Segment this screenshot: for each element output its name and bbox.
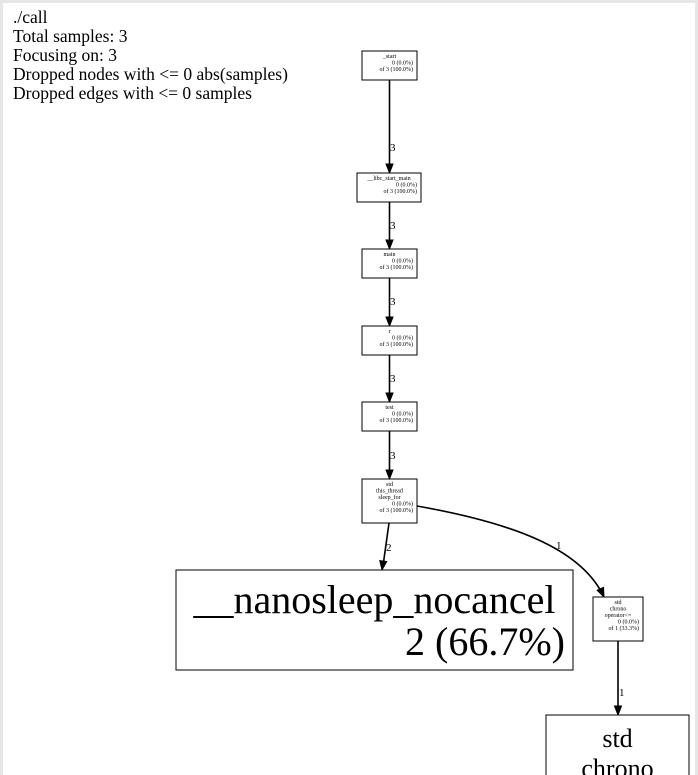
edge-sleep_for-to-nanosleep: 2 (379, 522, 392, 572)
edge-sleep_for-to-chrono_op: 1 (416, 505, 605, 599)
edge-line (416, 505, 603, 594)
node-label-line: this_thread (376, 489, 403, 495)
edge-arrowhead (385, 469, 394, 481)
node-label-line: 0 (0.0%) (618, 619, 639, 626)
node-box (356, 172, 422, 203)
edge-arrowhead (596, 586, 605, 599)
node-box (361, 50, 418, 81)
node-label-line: 2 (66.7%) (405, 619, 565, 664)
node-label-line: 0 (0.0%) (392, 411, 413, 418)
edge-weight-label: 3 (390, 296, 396, 308)
node-label-line: std (386, 482, 393, 488)
node-label-line: std (614, 600, 621, 606)
edge-arrowhead (385, 392, 394, 404)
node-box (361, 248, 418, 279)
edge-arrowhead (613, 705, 623, 717)
profile-graph-canvas: ./call Total samples: 3 Focusing on: 3 D… (3, 3, 695, 775)
edge-arrowhead (379, 560, 388, 572)
node-label-line: test (385, 405, 394, 411)
node-label-line: of 3 (100.0%) (380, 264, 414, 271)
node-label-line: 0 (0.0%) (396, 182, 417, 189)
header-focusing-on: Focusing on: 3 (13, 45, 118, 65)
node-label-line: of 3 (100.0%) (380, 507, 414, 514)
node-label-line: sleep_for (378, 494, 400, 501)
edge-main-to-r: 3 (385, 278, 396, 328)
node-label-line: of 3 (100.0%) (380, 66, 414, 73)
header-dropped-edges: Dropped edges with <= 0 samples (13, 83, 252, 103)
node-label-line: __libc_start_main (366, 176, 410, 182)
node-label-line: 0 (0.0%) (392, 335, 413, 342)
edge-test-to-sleep_for: 3 (385, 431, 396, 481)
edge-r-to-test: 3 (385, 355, 396, 404)
node-box (175, 569, 574, 671)
node-label-line: of 3 (100.0%) (380, 341, 414, 348)
header-dropped-nodes: Dropped nodes with <= 0 abs(samples) (13, 64, 288, 84)
edge-weight-label: 3 (390, 142, 396, 154)
header-binary-name: ./call (13, 7, 48, 27)
node-label-line: chrono (581, 754, 653, 775)
node-label-line: 0 (0.0%) (392, 258, 413, 265)
node-label-line: of 3 (100.0%) (380, 417, 414, 424)
edge-weight-label: 1 (619, 687, 625, 699)
node-label-line: chrono (610, 607, 627, 613)
node-label-line: main (384, 252, 396, 258)
edge-start-to-libc_start_main: 3 (385, 80, 396, 175)
node-box (592, 596, 644, 642)
edge-line (382, 522, 390, 567)
edge-weight-label: 3 (390, 220, 396, 232)
node-label-line: std (602, 724, 632, 753)
node-label-line: of 3 (100.0%) (384, 188, 418, 195)
header-total-samples: Total samples: 3 (13, 26, 128, 46)
node-label-line: r (389, 329, 391, 335)
node-box (361, 478, 418, 524)
profile-header: ./call Total samples: 3 Focusing on: 3 D… (13, 8, 288, 103)
node-label-line: _start (382, 54, 397, 60)
edge-arrowhead (385, 316, 394, 328)
edge-arrowhead (385, 239, 394, 251)
node-label-line: 0 (0.0%) (392, 501, 413, 508)
edge-weight-label: 1 (556, 540, 562, 552)
node-label-line: operator<= (605, 613, 632, 619)
edge-libc_start_main-to-main: 3 (385, 202, 396, 251)
node-box (361, 401, 418, 432)
node-label-line: 0 (0.0%) (392, 60, 413, 67)
edge-arrowhead (385, 163, 394, 175)
node-r[interactable]: r0 (0.0%)of 3 (100.0%) (361, 325, 418, 356)
node-label-line: of 1 (33.3%) (609, 625, 640, 632)
edge-chrono_op-to-chrono_leaf: 1 (613, 641, 625, 717)
edge-weight-label: 2 (386, 542, 392, 554)
edge-weight-label: 3 (390, 373, 396, 385)
node-box (361, 325, 418, 356)
node-label-line: __nanosleep_nocancel (192, 577, 555, 622)
edge-weight-label: 3 (390, 450, 396, 462)
node-box (545, 714, 690, 775)
